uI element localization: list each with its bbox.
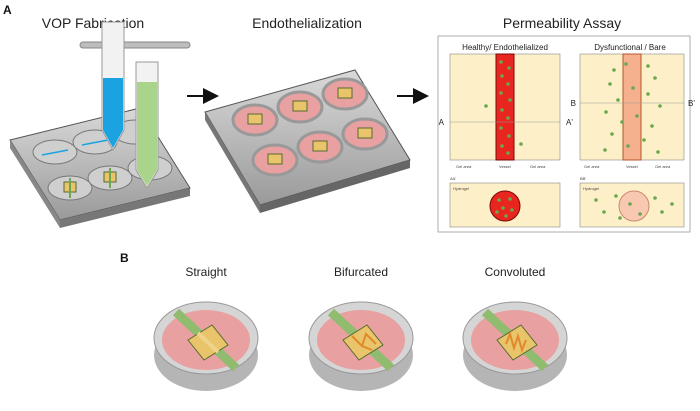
section-label-b-prime: B' xyxy=(688,99,695,108)
panel-label-b: B xyxy=(120,251,129,265)
healthy-vessel xyxy=(495,53,515,161)
cross-section-a-hydrogel: Hydrogel xyxy=(453,186,469,191)
geometry-label-bifurcated: Bifurcated xyxy=(334,265,388,279)
section-label-b: B xyxy=(571,99,576,108)
cross-section-label-b: BB' xyxy=(580,176,586,181)
dysfunctional-title: Dysfunctional / Bare xyxy=(594,43,666,52)
endothelialization-plate xyxy=(204,69,411,213)
cross-section-b-particles xyxy=(594,194,674,220)
bare-gel-label-left: Gel area xyxy=(584,164,600,169)
healthy-gel-label-right: Gel area xyxy=(530,164,546,169)
geometry-label-convoluted: Convoluted xyxy=(485,265,546,279)
step-title-permeability: Permeability Assay xyxy=(503,15,621,31)
well-bifurcated xyxy=(308,301,414,391)
step-title-endothelialization: Endothelialization xyxy=(252,15,362,31)
geometry-label-straight: Straight xyxy=(185,265,227,279)
panel-label-a: A xyxy=(3,3,12,17)
cross-section-a-particles xyxy=(495,197,514,218)
well-straight xyxy=(153,301,259,391)
healthy-vessel-label: Vessel xyxy=(499,164,511,169)
healthy-particles xyxy=(484,60,523,155)
bare-gel-label-right: Gel area xyxy=(655,164,671,169)
well-convoluted xyxy=(462,301,568,391)
cross-section-b-vessel xyxy=(618,190,650,222)
blue-tube xyxy=(101,21,125,152)
bare-vessel-label: Vessel xyxy=(626,164,638,169)
green-tube xyxy=(135,61,159,189)
tube-rack xyxy=(79,41,191,49)
step-title-fabrication: VOP Fabrication xyxy=(42,15,144,31)
healthy-gel-label-left: Gel area xyxy=(456,164,472,169)
cross-section-b-hydrogel: Hydrogel xyxy=(583,186,599,191)
healthy-title: Healthy/ Endothelialized xyxy=(462,43,548,52)
bare-vessel xyxy=(622,53,642,161)
cross-section-label-a: AA' xyxy=(450,176,456,181)
section-label-a-prime: A' xyxy=(566,118,573,127)
fabrication-plate xyxy=(9,107,191,228)
bare-particles xyxy=(603,62,662,154)
section-label-a: A xyxy=(439,118,445,127)
assay-frame xyxy=(437,35,691,233)
